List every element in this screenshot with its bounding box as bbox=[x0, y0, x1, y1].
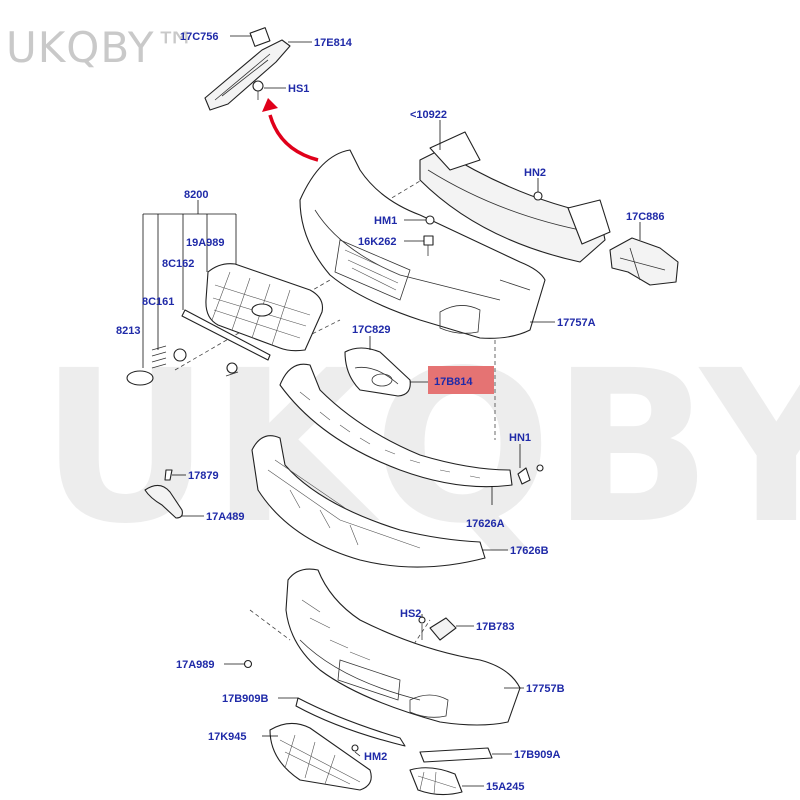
label-hs2: HS2 bbox=[400, 608, 421, 620]
lower-grille-17k945 bbox=[269, 722, 372, 791]
clip-17a989 bbox=[243, 659, 253, 669]
highlight-box-17b814 bbox=[428, 366, 494, 394]
label-hm1: HM1 bbox=[374, 215, 397, 227]
label-8c162: 8C162 bbox=[162, 258, 194, 270]
label-17757a: 17757A bbox=[557, 317, 596, 329]
clip-8c162 bbox=[173, 348, 187, 362]
label-8c161: 8C161 bbox=[142, 296, 174, 308]
label-17c886: 17C886 bbox=[626, 211, 665, 223]
label-17879: 17879 bbox=[188, 470, 219, 482]
label-17b909b: 17B909B bbox=[222, 693, 269, 705]
reinforcement-beam-10922 bbox=[419, 131, 611, 263]
clip-hm2 bbox=[351, 744, 359, 752]
bumper-cover-17757b bbox=[285, 568, 521, 726]
screw-hs1 bbox=[252, 80, 264, 100]
label-8213: 8213 bbox=[116, 325, 140, 337]
label-hn1: HN1 bbox=[509, 432, 531, 444]
label-hn2: HN2 bbox=[524, 167, 546, 179]
fog-bezel-17c829 bbox=[344, 347, 411, 397]
label-17c829: 17C829 bbox=[352, 324, 391, 336]
watermark-small: UKQBY™ bbox=[6, 23, 198, 72]
label-10922: <10922 bbox=[410, 109, 447, 121]
screw-hs2 bbox=[418, 616, 426, 640]
fog-lamp-15a245 bbox=[409, 767, 463, 796]
label-17b909a: 17B909A bbox=[514, 749, 561, 761]
label-hm2: HM2 bbox=[364, 751, 387, 763]
label-8200: 8200 bbox=[184, 189, 208, 201]
bracket-17a489 bbox=[144, 484, 183, 519]
label-17b814: 17B814 bbox=[434, 376, 473, 388]
trim-17b909a bbox=[419, 747, 493, 763]
label-15a245: 15A245 bbox=[486, 781, 525, 793]
label-17a489: 17A489 bbox=[206, 511, 245, 523]
label-17626b: 17626B bbox=[510, 545, 549, 557]
label-17757b: 17757B bbox=[526, 683, 565, 695]
bolt-hn1 bbox=[517, 464, 544, 485]
label-17b783: 17B783 bbox=[476, 621, 515, 633]
label-19a989: 19A989 bbox=[186, 237, 225, 249]
bracket-17c886 bbox=[609, 237, 679, 286]
red-direction-arrow bbox=[262, 98, 319, 162]
clip-16k262 bbox=[423, 235, 434, 256]
emblem-8213 bbox=[126, 370, 154, 386]
bracket-17e814 bbox=[204, 27, 291, 111]
part-labels: 17C756 17E814 HS1 <10922 HN2 17C886 8200… bbox=[116, 31, 665, 793]
label-17626a: 17626A bbox=[466, 518, 505, 530]
clip-hm1 bbox=[425, 215, 435, 225]
label-16k262: 16K262 bbox=[358, 236, 397, 248]
screw-grille bbox=[225, 362, 239, 377]
absorber-17626a bbox=[279, 363, 513, 488]
chrome-strip-19a989 bbox=[181, 309, 271, 361]
bolt-hn2 bbox=[533, 191, 543, 201]
label-17e814: 17E814 bbox=[314, 37, 353, 49]
leader-lines bbox=[142, 35, 641, 787]
pin-17879 bbox=[164, 469, 173, 481]
label-17a989: 17A989 bbox=[176, 659, 215, 671]
grille-8200 bbox=[205, 263, 324, 352]
label-hs1: HS1 bbox=[288, 83, 309, 95]
spring-8c161 bbox=[151, 345, 167, 369]
bracket-17b783 bbox=[429, 617, 457, 641]
label-17c756: 17C756 bbox=[180, 31, 219, 43]
trim-17b909b bbox=[295, 697, 406, 747]
absorber-17626b bbox=[251, 435, 486, 568]
bumper-cover-17757a bbox=[299, 149, 546, 339]
watermark-large: UKQBY™ bbox=[40, 325, 800, 570]
label-17k945: 17K945 bbox=[208, 731, 247, 743]
